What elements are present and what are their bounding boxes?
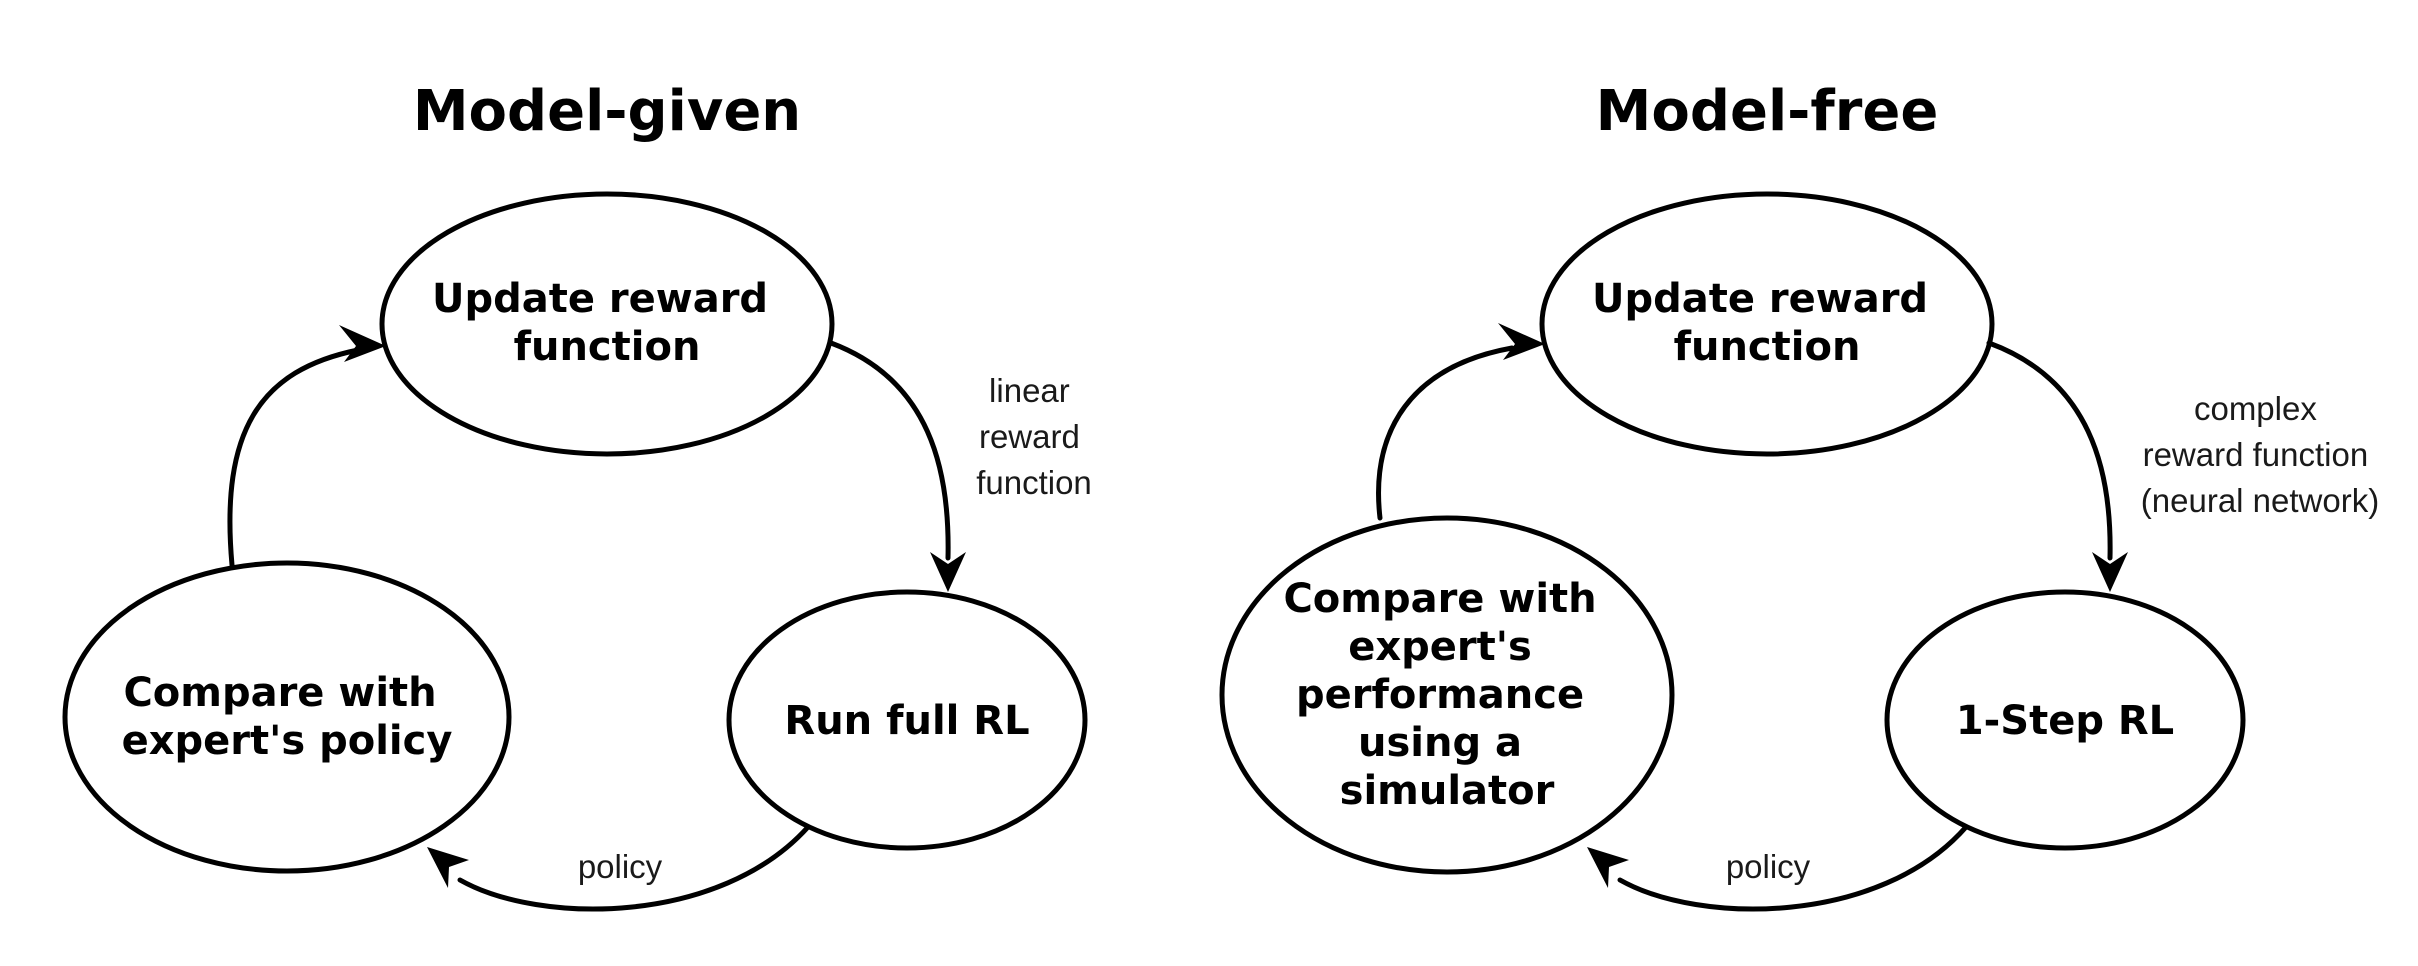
compare-policy-line-1: Compare with xyxy=(123,670,436,716)
run-full-rl-label: Run full RL xyxy=(784,698,1029,744)
update-reward-line-1: Update reward xyxy=(432,276,768,322)
edge-compare-to-update-line xyxy=(1376,345,1515,521)
compare-policy-label: Compare with expert's policy xyxy=(122,670,453,764)
model-given-diagram: Model-given Update reward function Run f… xyxy=(62,79,1092,912)
update-reward-line-2: function xyxy=(514,324,701,370)
compare-performance-line-1: Compare with xyxy=(1283,576,1596,622)
edge-label-line-1: linear xyxy=(989,372,1070,409)
compare-performance-line-4: using a xyxy=(1358,720,1522,766)
one-step-rl-label: 1-Step RL xyxy=(1956,698,2174,744)
compare-performance-line-2: expert's xyxy=(1348,624,1532,670)
edge-run-to-compare-arrowhead xyxy=(427,847,469,888)
run-full-rl-node: Run full RL xyxy=(726,589,1088,851)
update-reward-ellipse xyxy=(379,191,835,457)
edge-compare-to-update xyxy=(1376,323,1545,521)
edge-label-complex-reward-function: complex reward function (neural network) xyxy=(2141,390,2379,519)
edge-label-policy: policy xyxy=(1726,848,1811,885)
run-full-rl-ellipse xyxy=(726,589,1088,851)
compare-performance-node: Compare with expert's performance using … xyxy=(1219,515,1675,875)
edge-update-to-run-line xyxy=(828,340,951,561)
edge-label-line-3: function xyxy=(976,464,1092,501)
edge-update-to-run xyxy=(1986,340,2128,592)
update-reward-label: Update reward function xyxy=(432,276,782,370)
edge-compare-to-update-arrowhead xyxy=(1498,323,1545,360)
edge-update-to-run xyxy=(828,340,966,592)
model-free-diagram: Model-free Update reward function 1-Step… xyxy=(1219,79,2379,912)
one-step-rl-ellipse xyxy=(1884,589,2246,851)
edge-run-to-compare xyxy=(1587,824,1969,912)
edge-label-line-3: (neural network) xyxy=(2141,482,2379,519)
edge-compare-to-update-line xyxy=(227,347,361,568)
edge-label-policy: policy xyxy=(578,848,663,885)
compare-policy-node: Compare with expert's policy xyxy=(62,560,512,874)
edge-run-to-compare xyxy=(427,824,811,912)
edge-update-to-run-line xyxy=(1986,340,2113,561)
edge-run-to-compare-line xyxy=(457,824,811,912)
update-reward-ellipse xyxy=(1539,191,1995,457)
edge-run-to-compare-arrowhead xyxy=(1587,847,1629,888)
edge-compare-to-update xyxy=(227,325,386,568)
update-reward-line-2: function xyxy=(1674,324,1861,370)
update-reward-node: Update reward function xyxy=(1539,191,1995,457)
edge-label-linear-reward-function: linear reward function xyxy=(976,372,1092,501)
model-given-title: Model-given xyxy=(413,79,801,144)
compare-performance-line-5: simulator xyxy=(1340,768,1555,814)
edge-label-line-2: reward function xyxy=(2143,436,2369,473)
compare-performance-ellipse xyxy=(1219,515,1675,875)
update-reward-label: Update reward function xyxy=(1592,276,1942,370)
edge-update-to-run-arrowhead xyxy=(930,552,966,592)
compare-policy-line-2: expert's policy xyxy=(122,718,453,764)
edge-label-line-1: complex xyxy=(2194,390,2317,427)
compare-performance-label: Compare with expert's performance using … xyxy=(1283,576,1610,814)
update-reward-node: Update reward function xyxy=(379,191,835,457)
update-reward-line-1: Update reward xyxy=(1592,276,1928,322)
edge-run-to-compare-line xyxy=(1617,824,1969,912)
compare-policy-ellipse xyxy=(62,560,512,874)
model-free-title: Model-free xyxy=(1596,79,1939,144)
edge-update-to-run-arrowhead xyxy=(2092,552,2128,592)
one-step-rl-node: 1-Step RL xyxy=(1884,589,2246,851)
edge-label-line-2: reward xyxy=(979,418,1080,455)
compare-performance-line-3: performance xyxy=(1296,672,1584,718)
edge-compare-to-update-arrowhead xyxy=(339,325,386,362)
